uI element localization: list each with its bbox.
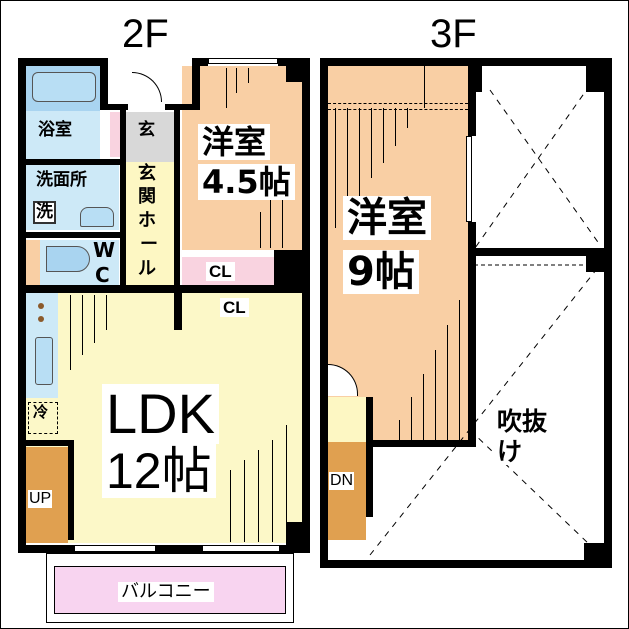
window [202, 545, 280, 552]
wall [320, 58, 328, 568]
label-void-2: け [495, 437, 525, 466]
wall [68, 440, 74, 540]
label-hall-4: ー [140, 234, 158, 255]
wall [468, 66, 482, 92]
window [74, 545, 156, 552]
wall [468, 66, 476, 136]
bathtub-icon [32, 72, 96, 102]
label-closet-1: CL [206, 262, 235, 281]
stairs-hall [328, 397, 366, 442]
label-hall-2: 関 [138, 186, 156, 207]
wall [18, 285, 302, 293]
wall [192, 58, 208, 66]
window [466, 136, 472, 222]
wall [586, 256, 604, 272]
wall [604, 58, 612, 568]
room-hall [126, 162, 174, 286]
stove-burner-icon [38, 316, 44, 322]
wall [26, 232, 120, 238]
fridge-space [28, 402, 58, 434]
label-stairs-down: DN [329, 472, 355, 490]
label-ldk-name: LDK [102, 384, 219, 444]
sink-icon [35, 337, 53, 385]
label-stairs-up: UP [28, 490, 53, 508]
wall [366, 440, 476, 447]
label-wc-w: W [93, 238, 116, 262]
wall [174, 110, 180, 285]
wall [274, 250, 302, 285]
wall [18, 545, 310, 553]
wall [100, 58, 108, 108]
stove-burner-icon [38, 303, 44, 309]
wall [165, 104, 195, 110]
label-western-2f-name: 洋室 [198, 124, 271, 160]
label-ldk-size: 12帖 [102, 444, 216, 498]
label-washroom: 洗面所 [36, 170, 87, 190]
label-western-2f-size: 4.5帖 [198, 164, 295, 200]
label-closet-2: CL [220, 298, 249, 317]
floor-plan-2f: 浴室 洗面所 洗 W C 玄 玄 関 ホ ー ル 洋室 4.5帖 CL CL L… [0, 0, 310, 629]
washbasin-icon [80, 207, 114, 227]
washer-icon: 洗 [33, 201, 56, 224]
floor-title-2f: 2F [122, 12, 169, 56]
label-fridge: 冷 [33, 403, 49, 421]
balcony-outline [46, 553, 294, 623]
toilet-icon [46, 246, 90, 272]
shoe-closet [110, 112, 120, 157]
stairs-down [328, 442, 366, 540]
room-entrance [126, 112, 174, 162]
balcony [54, 566, 286, 614]
wall [584, 543, 604, 560]
wall [174, 285, 182, 330]
wall [468, 248, 604, 256]
wall [26, 159, 120, 165]
label-bath: 浴室 [38, 120, 72, 140]
wall [100, 104, 128, 110]
floor-title-3f: 3F [430, 12, 477, 56]
wall [586, 66, 604, 92]
window [208, 58, 278, 64]
room-bath [26, 111, 100, 159]
wall [18, 58, 26, 553]
label-western-3f-size: 9帖 [343, 250, 419, 294]
label-entrance: 玄 [138, 120, 155, 140]
wall [192, 58, 200, 110]
wall [18, 58, 108, 66]
wall [366, 397, 373, 517]
label-hall-5: ル [138, 258, 156, 279]
wall [286, 522, 302, 545]
wall [320, 560, 612, 568]
wall [320, 58, 612, 66]
label-hall-3: ホ [138, 210, 156, 231]
label-western-3f-name: 洋室 [343, 196, 431, 240]
wall [302, 58, 310, 553]
label-balcony: バルコニー [118, 582, 214, 602]
label-hall-1: 玄 [138, 163, 156, 184]
label-void-1: 吹抜 [495, 407, 550, 436]
wc-side [26, 240, 40, 285]
wall [120, 110, 126, 285]
wall [468, 222, 476, 446]
label-wc-c: C [95, 263, 110, 287]
wall [26, 440, 74, 446]
